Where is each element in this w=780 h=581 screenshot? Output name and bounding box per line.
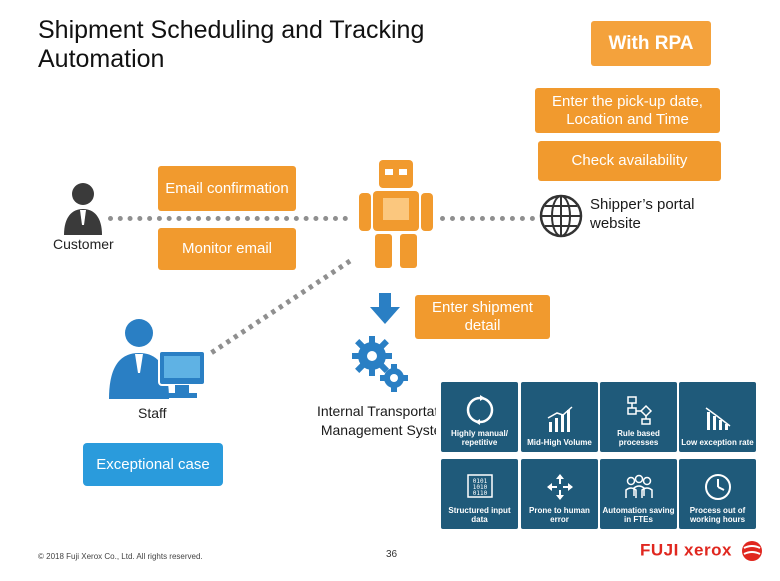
cycle-icon <box>466 395 493 425</box>
xerox-ball-icon <box>742 541 763 561</box>
customer-icon <box>64 183 102 235</box>
svg-text:0110: 0110 <box>472 490 487 497</box>
criteria-tile-human-error: Prone to human error <box>521 459 598 529</box>
svg-text:1010: 1010 <box>472 484 487 491</box>
criteria-tile-structured: 0101 1010 0110 Structured input data <box>441 459 518 529</box>
monitor-email-step: Monitor email <box>158 228 296 270</box>
customer-label: Customer <box>53 236 114 252</box>
exceptional-case-button[interactable]: Exceptional case <box>83 443 223 486</box>
pickup-step: Enter the pick-up date, Location and Tim… <box>535 88 720 133</box>
shipper-portal-label: Shipper’s portal website <box>590 196 695 232</box>
criteria-tile-exception: Low exception rate <box>679 382 756 452</box>
staff-robot-connector <box>206 258 352 358</box>
email-confirmation-step: Email confirmation <box>158 166 296 211</box>
customer-robot-connector <box>108 216 348 221</box>
criteria-tile-manual: Highly manual/ repetitive <box>441 382 518 452</box>
globe-icon <box>539 194 583 238</box>
slide-title: Shipment Scheduling and Tracking Automat… <box>38 16 425 73</box>
down-arrow-icon <box>370 293 400 324</box>
flowchart-icon <box>626 396 652 425</box>
people-icon <box>624 474 653 498</box>
robot-icon <box>359 160 433 268</box>
copyright-text: © 2018 Fuji Xerox Co., Ltd. All rights r… <box>38 552 203 561</box>
availability-step: Check availability <box>538 141 721 181</box>
staff-icon <box>109 319 206 399</box>
bar-chart-icon <box>547 406 572 432</box>
enter-shipment-step: Enter shipment detail <box>415 295 550 339</box>
tms-label: Internal Transportation Management Syste… <box>316 403 436 438</box>
clock-icon <box>704 474 731 500</box>
robot-portal-connector <box>440 216 535 221</box>
svg-text:0101: 0101 <box>472 478 487 485</box>
arrows-icon <box>546 474 573 500</box>
fuji-xerox-logo: FUJI xerox <box>640 540 763 562</box>
criteria-tile-fte: Automation saving in FTEs <box>600 459 677 529</box>
gears-icon <box>352 336 408 392</box>
binary-data-icon: 0101 1010 0110 <box>466 474 493 498</box>
criteria-tile-hours: Process out of working hours <box>679 459 756 529</box>
rpa-badge: With RPA <box>591 21 711 66</box>
staff-label: Staff <box>138 405 167 421</box>
page-number: 36 <box>386 549 398 560</box>
criteria-tile-volume: Mid-High Volume <box>521 382 598 452</box>
criteria-tile-rules: Rule based processes <box>600 382 677 452</box>
low-exception-icon <box>705 407 730 430</box>
